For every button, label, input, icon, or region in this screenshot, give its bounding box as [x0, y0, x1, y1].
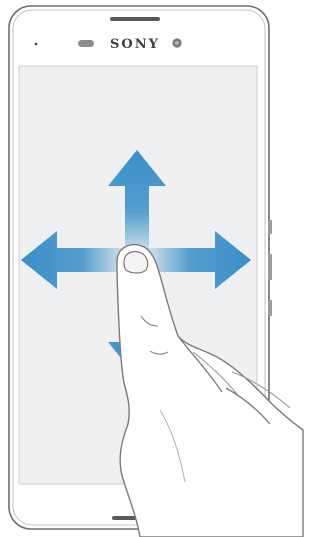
top-speaker	[110, 17, 160, 21]
notification-light	[35, 43, 38, 46]
front-camera	[172, 38, 181, 47]
earpiece	[78, 40, 94, 47]
brand-logo: SONY	[110, 37, 160, 52]
